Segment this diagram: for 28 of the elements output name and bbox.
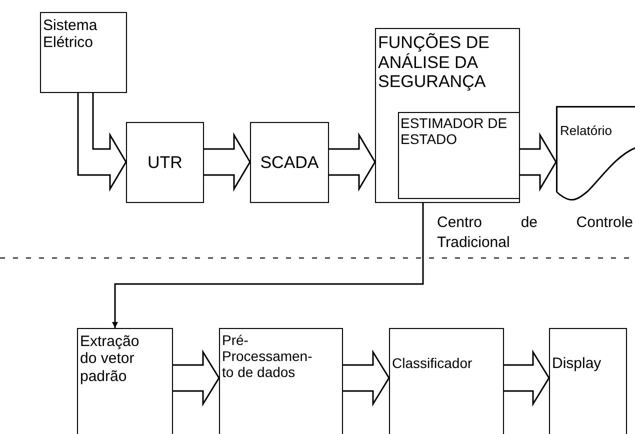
- box-label: Display: [552, 355, 602, 372]
- process-box: [398, 112, 520, 198]
- process-box: [549, 328, 627, 434]
- block-arrow: [203, 132, 251, 192]
- group-box: [375, 28, 520, 203]
- block-arrow: [172, 349, 220, 407]
- box-label: UTR: [146, 153, 184, 173]
- box-label: SCADA: [259, 153, 320, 173]
- process-box: [389, 328, 504, 434]
- system-box: [40, 12, 127, 93]
- process-box: [77, 328, 173, 434]
- box-label: ESTIMADOR DE ESTADO: [400, 114, 508, 147]
- box-label: Relatório: [560, 124, 614, 139]
- box-label: Pré- Processamen- to de dados: [222, 332, 314, 380]
- block-arrow: [342, 349, 390, 407]
- arrow: [112, 203, 424, 328]
- box-label: Sistema Elétrico: [43, 17, 98, 52]
- block-arrow: [519, 132, 557, 192]
- box-label: Extração do vetor padrão: [80, 333, 140, 385]
- box-label: Classificador: [392, 355, 474, 372]
- block-arrow: [328, 132, 376, 192]
- process-box: [219, 328, 343, 434]
- block-arrow: [77, 92, 127, 192]
- process-box: [250, 122, 329, 203]
- block-arrow: [503, 349, 550, 407]
- section-label: Centro de Controle Tradicional: [437, 213, 633, 252]
- group-title: FUNÇÕES DE ANÁLISE DA SEGURANÇA: [378, 33, 490, 92]
- process-box: [126, 122, 204, 203]
